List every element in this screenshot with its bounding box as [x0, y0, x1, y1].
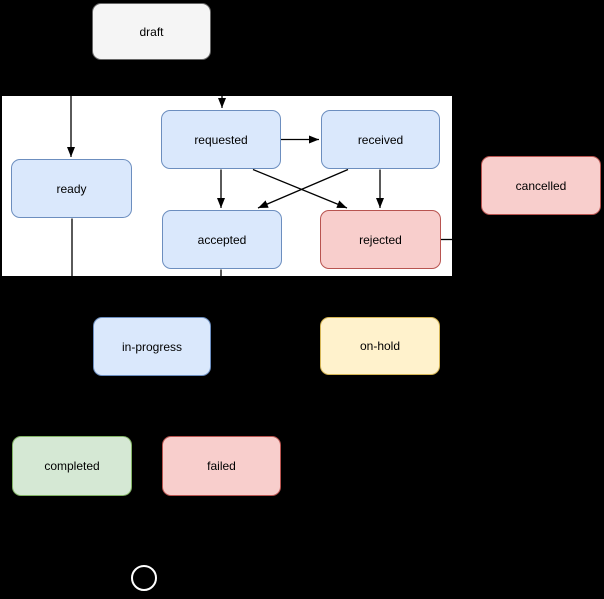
state-node-in-progress[interactable]: in-progress [93, 317, 211, 376]
state-node-on-hold[interactable]: on-hold [320, 317, 440, 375]
state-label-received: received [357, 132, 404, 147]
state-node-requested[interactable]: requested [161, 110, 281, 169]
state-label-rejected: rejected [359, 232, 402, 247]
state-node-accepted[interactable]: accepted [162, 210, 282, 269]
state-label-draft: draft [139, 24, 164, 39]
state-node-draft[interactable]: draft [92, 3, 211, 60]
state-node-completed[interactable]: completed [12, 436, 132, 496]
state-node-failed[interactable]: failed [162, 436, 281, 496]
state-label-cancelled: cancelled [515, 178, 567, 193]
state-label-requested: requested [194, 132, 248, 147]
state-label-failed: failed [207, 459, 236, 473]
state-label-ready: ready [56, 181, 87, 196]
state-node-received[interactable]: received [321, 110, 440, 169]
terminal-state-circle[interactable] [131, 565, 157, 591]
state-label-on-hold: on-hold [359, 339, 401, 353]
state-label-completed: completed [44, 459, 100, 473]
state-node-cancelled[interactable]: cancelled [481, 156, 601, 215]
state-label-accepted: accepted [197, 232, 247, 247]
state-node-rejected[interactable]: rejected [320, 210, 441, 269]
state-label-in-progress: in-progress [121, 339, 183, 354]
state-node-ready[interactable]: ready [11, 159, 132, 218]
